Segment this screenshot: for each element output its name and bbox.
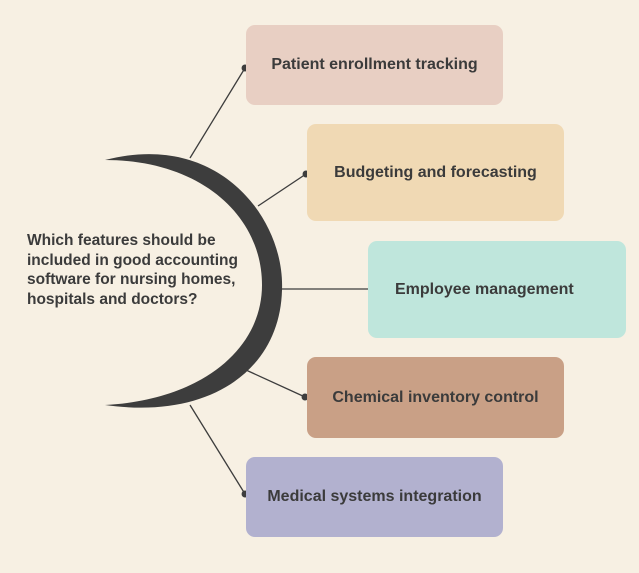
feature-label: Patient enrollment tracking (271, 56, 478, 73)
feature-box-5: Medical systems integration (246, 457, 503, 537)
connector-line-2 (257, 173, 307, 207)
connector-line-4 (245, 369, 306, 398)
feature-box-3: Employee management (368, 241, 626, 338)
central-question: Which features should be included in goo… (27, 232, 238, 308)
feature-label: Employee management (395, 280, 574, 298)
connector-line-5 (189, 404, 246, 495)
feature-box-1: Patient enrollment tracking (246, 25, 503, 105)
feature-label: Budgeting and forecasting (334, 163, 537, 181)
feature-label: Chemical inventory control (332, 388, 539, 406)
feature-box-4: Chemical inventory control (307, 357, 564, 438)
feature-label: Medical systems integration (267, 488, 482, 505)
connector-line-1 (189, 67, 246, 159)
feature-box-2: Budgeting and forecasting (307, 124, 564, 221)
